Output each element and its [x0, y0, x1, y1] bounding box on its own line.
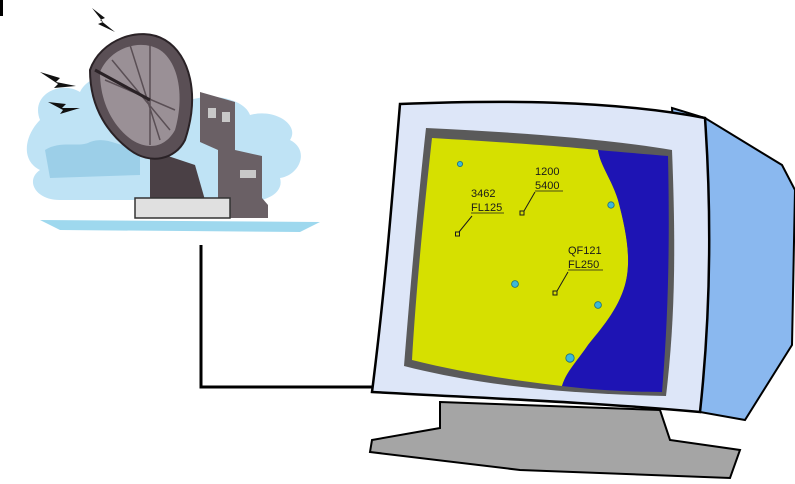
station-building [200, 92, 268, 218]
target-label-line2: 5400 [535, 180, 559, 192]
corner-mark [0, 0, 3, 16]
target-leader [458, 215, 473, 233]
station-window-1 [208, 108, 216, 118]
radar-blip [511, 280, 519, 288]
radar-blip [607, 201, 615, 209]
target-marker [552, 290, 558, 296]
target-1200: 1200 5400 [519, 166, 563, 216]
target-leader [523, 191, 536, 212]
target-label-line1: 1200 [535, 166, 559, 178]
cloud-shade [45, 140, 140, 178]
target-marker [455, 231, 460, 237]
lightning-bolt-icon [40, 72, 76, 88]
target-3462: 3462 FL125 [455, 188, 504, 237]
radar-blip [594, 301, 602, 309]
radar-land [412, 138, 629, 386]
crt-monitor-icon: 3462 FL125 1200 5400 QF121 FL250 [368, 100, 795, 480]
target-label-line1: 3462 [471, 188, 495, 200]
target-qf121: QF121 FL250 [552, 245, 603, 296]
station-window-3 [240, 170, 256, 178]
lightning-bolt-icon [92, 8, 115, 32]
target-label-line1: QF121 [568, 245, 602, 257]
radar-sea [562, 150, 669, 392]
station-window-2 [222, 112, 230, 122]
ground-strip [40, 220, 320, 232]
target-label-line2: FL250 [568, 259, 599, 271]
radar-blip [565, 353, 575, 363]
target-leader [556, 271, 569, 292]
monitor-stand [368, 400, 742, 480]
radar-blip [456, 160, 463, 167]
target-marker [519, 210, 525, 216]
satellite-dish-icon [26, 8, 320, 232]
pedestal-base [134, 197, 231, 219]
signal-link-line [199, 245, 372, 389]
target-label-line2: FL125 [471, 202, 502, 214]
feed-arm [94, 68, 151, 102]
lightning-bolt-icon [48, 102, 80, 114]
